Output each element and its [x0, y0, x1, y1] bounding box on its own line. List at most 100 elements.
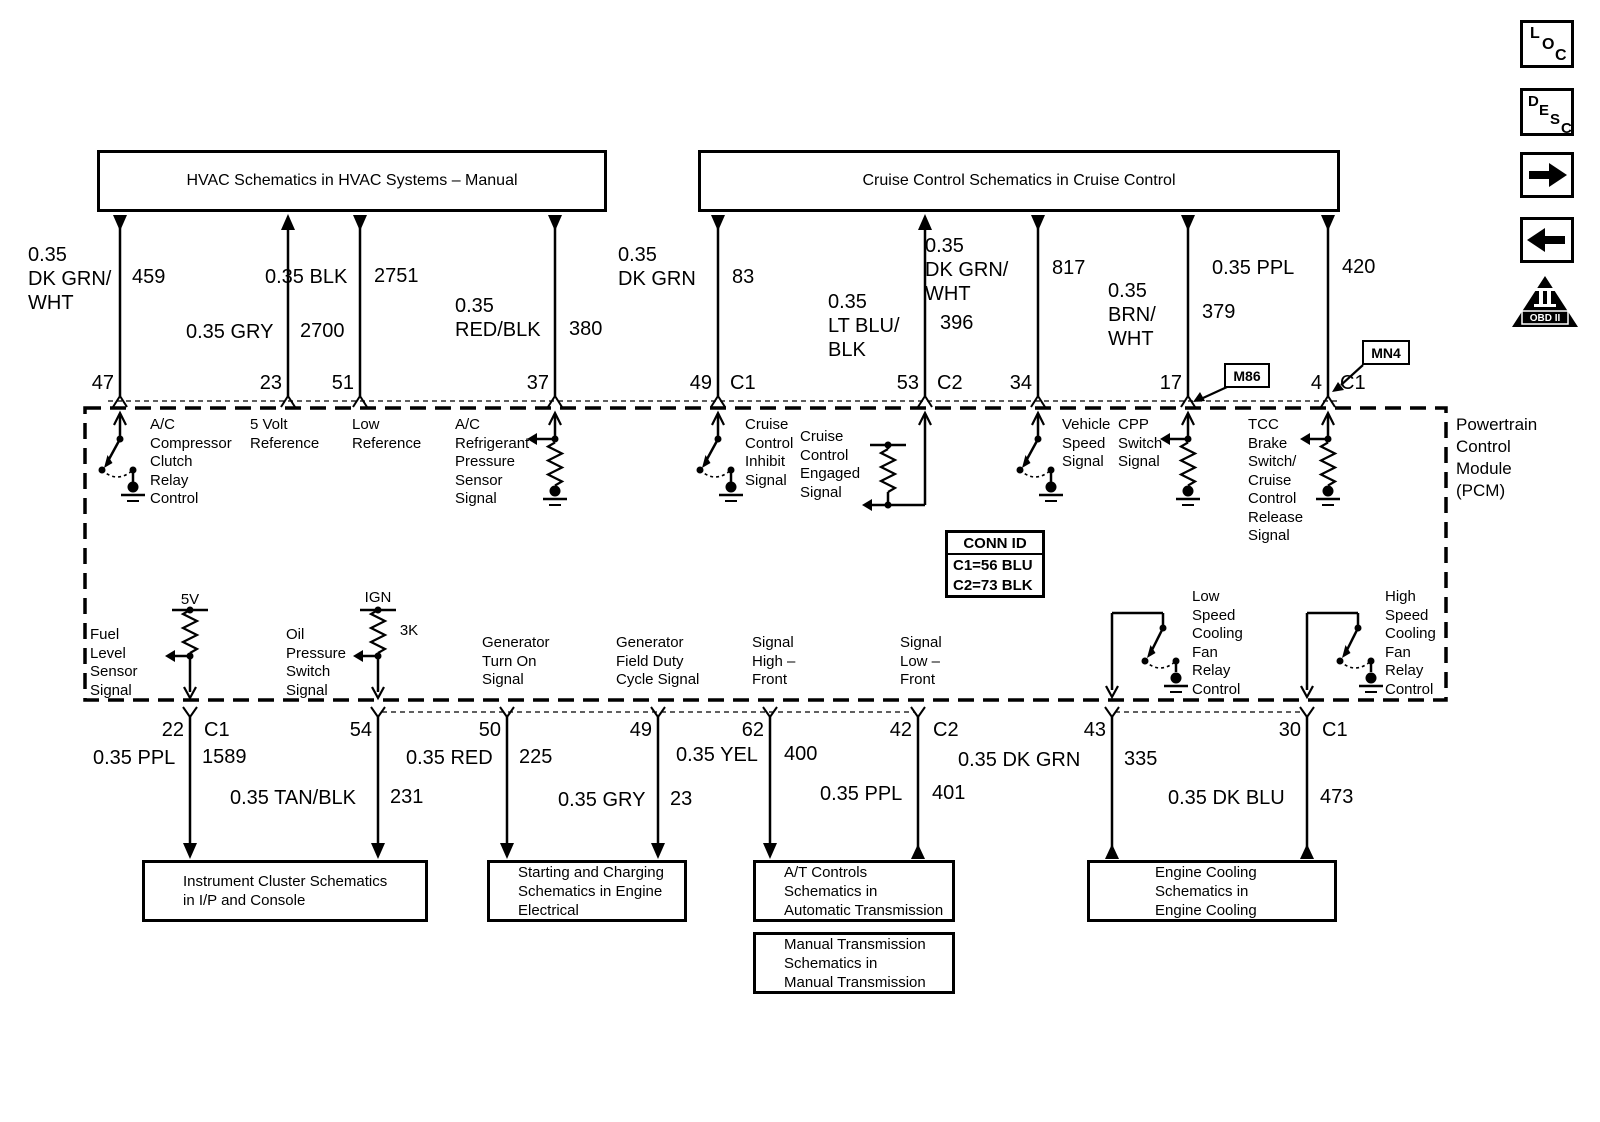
pin-47: 47	[91, 372, 114, 394]
prev-page-button[interactable]	[1520, 217, 1574, 263]
wire-color-231: 0.35 TAN/BLK	[230, 787, 356, 809]
pin-17: 17	[1159, 372, 1182, 394]
high-speed-fan-switch-symbol	[1300, 611, 1383, 700]
fn-ac-compressor: A/C Compressor Clutch Relay Control	[150, 416, 232, 507]
wire-231	[370, 706, 386, 859]
pin-49b: 49	[629, 719, 652, 741]
cruise-reference-label: Cruise Control Schematics in Cruise Cont…	[862, 172, 1176, 189]
wire-color-400: 0.35 YEL	[676, 744, 758, 766]
wire-380	[547, 215, 563, 408]
hvac-reference-box: HVAC Schematics in HVAC Systems – Manual	[97, 150, 607, 212]
conn-id-row-c2: C2=73 BLK	[953, 577, 1033, 594]
wire-1589	[182, 706, 198, 859]
circuit-231: 231	[390, 786, 424, 808]
fn-signal-low-front: Signal Low – Front	[900, 634, 942, 688]
wire-color-379: 0.35 BRN/ WHT	[1108, 280, 1156, 350]
circuit-420: 420	[1342, 256, 1376, 278]
pin-49-c1: 49	[689, 372, 712, 394]
hvac-reference-label: HVAC Schematics in HVAC Systems – Manual	[186, 172, 518, 189]
circuit-401: 401	[932, 782, 966, 804]
engine-cooling-label: Engine Cooling Schematics in Engine Cool…	[1155, 863, 1257, 919]
fn-cpp-switch: CPP Switch Signal	[1118, 416, 1163, 470]
pcm-title: Powertrain Control Module (PCM)	[1456, 415, 1538, 500]
wire-459	[112, 215, 128, 408]
res-3k: 3K	[399, 622, 419, 639]
conn-4-c1: C1	[1340, 372, 1366, 394]
starting-charging-label: Starting and Charging Schematics in Engi…	[518, 863, 664, 919]
wire-color-380: 0.35 RED/BLK	[455, 295, 541, 341]
desc-button[interactable]: D E S C	[1520, 88, 1574, 137]
pin-22-c1: 22	[161, 719, 184, 741]
fn-high-speed-fan: High Speed Cooling Fan Relay Control	[1385, 588, 1436, 698]
wire-color-335: 0.35 DK GRN	[958, 749, 1081, 771]
ac-compressor-relay-switch-symbol	[98, 410, 145, 502]
fn-5v-reference: 5 Volt Reference	[250, 416, 320, 452]
tap-5v: 5V	[180, 591, 200, 608]
next-page-button[interactable]	[1520, 152, 1574, 198]
circuit-396: 396	[940, 312, 974, 334]
wire-335	[1104, 706, 1120, 859]
wire-color-459: 0.35 DK GRN/ WHT	[28, 244, 112, 314]
fn-oil-pressure: Oil Pressure Switch Signal	[286, 626, 347, 699]
circuit-2700: 2700	[300, 320, 345, 342]
desc-letter-c: C	[1561, 120, 1572, 137]
arrow-left-icon	[1527, 228, 1565, 252]
loc-letter-c: C	[1555, 47, 1567, 64]
callout-mn4-label: MN4	[1371, 344, 1401, 361]
wire-396	[917, 214, 933, 408]
pin-50: 50	[478, 719, 501, 741]
conn-53-c2: C2	[937, 372, 963, 394]
loc-letter-o: O	[1542, 36, 1555, 53]
wire-23	[650, 706, 666, 859]
pcm-dashed-border	[83, 406, 1448, 702]
oil-pressure-pullup-symbol	[353, 606, 396, 701]
obd2-label: OBD II	[1530, 313, 1561, 324]
circuit-83: 83	[732, 266, 755, 288]
manual-transmission-label: Manual Transmission Schematics in Manual…	[784, 935, 926, 991]
circuit-400: 400	[784, 743, 818, 765]
pin-53-c2: 53	[896, 372, 919, 394]
conn-42-c2: C2	[933, 719, 959, 741]
wire-color-473: 0.35 DK BLU	[1168, 787, 1285, 809]
pin-23: 23	[259, 372, 282, 394]
wire-color-401: 0.35 PPL	[820, 783, 903, 805]
obd2-triangle-icon: OBD II	[1512, 276, 1578, 327]
conn-30-c1: C1	[1322, 719, 1348, 741]
wire-2751	[352, 215, 368, 408]
pin-30-c1: 30	[1278, 719, 1301, 741]
cruise-reference-box: Cruise Control Schematics in Cruise Cont…	[698, 150, 1340, 212]
wire-color-817: 0.35 DK GRN/ WHT	[925, 235, 1009, 305]
conn-id-header: CONN ID	[948, 533, 1042, 555]
desc-letter-d: D	[1528, 93, 1539, 110]
fn-gen-field-duty: Generator Field Duty Cycle Signal	[616, 634, 700, 688]
tcc-brake-switch-resistor-symbol	[1300, 410, 1340, 506]
circuit-459: 459	[132, 266, 166, 288]
fn-vehicle-speed: Vehicle Speed Signal	[1062, 416, 1111, 470]
mn4-leader-arrow	[1332, 364, 1364, 392]
callout-mn4: MN4	[1362, 340, 1410, 365]
wire-color-420: 0.35 PPL	[1212, 257, 1295, 279]
wire-817	[1030, 215, 1046, 408]
pin-37: 37	[526, 372, 549, 394]
fn-signal-high-front: Signal High – Front	[752, 634, 796, 688]
conn-id-row-c1: C1=56 BLU	[953, 557, 1033, 574]
fn-cruise-inhibit: Cruise Control Inhibit Signal	[745, 416, 794, 489]
wire-420	[1320, 215, 1336, 408]
manual-transmission-box: Manual Transmission Schematics in Manual…	[753, 932, 955, 994]
tap-ign: IGN	[364, 589, 392, 606]
loc-button[interactable]: L O C	[1520, 20, 1574, 68]
circuit-379: 379	[1202, 301, 1236, 323]
wire-color-83: 0.35 DK GRN	[618, 244, 696, 290]
wire-color-1589: 0.35 PPL	[93, 747, 176, 769]
fn-gen-turn-on: Generator Turn On Signal	[482, 634, 550, 688]
pin-54: 54	[349, 719, 372, 741]
ac-refrigerant-pressure-sensor-symbol	[527, 410, 567, 506]
pin-62: 62	[741, 719, 764, 741]
wire-color-396: 0.35 LT BLU/ BLK	[828, 291, 900, 361]
pin-34: 34	[1009, 372, 1032, 394]
pin-51: 51	[331, 372, 354, 394]
cruise-engaged-resistor-symbol	[862, 410, 932, 511]
wire-color-225: 0.35 RED	[406, 747, 493, 769]
at-controls-label: A/T Controls Schematics in Automatic Tra…	[784, 863, 944, 919]
